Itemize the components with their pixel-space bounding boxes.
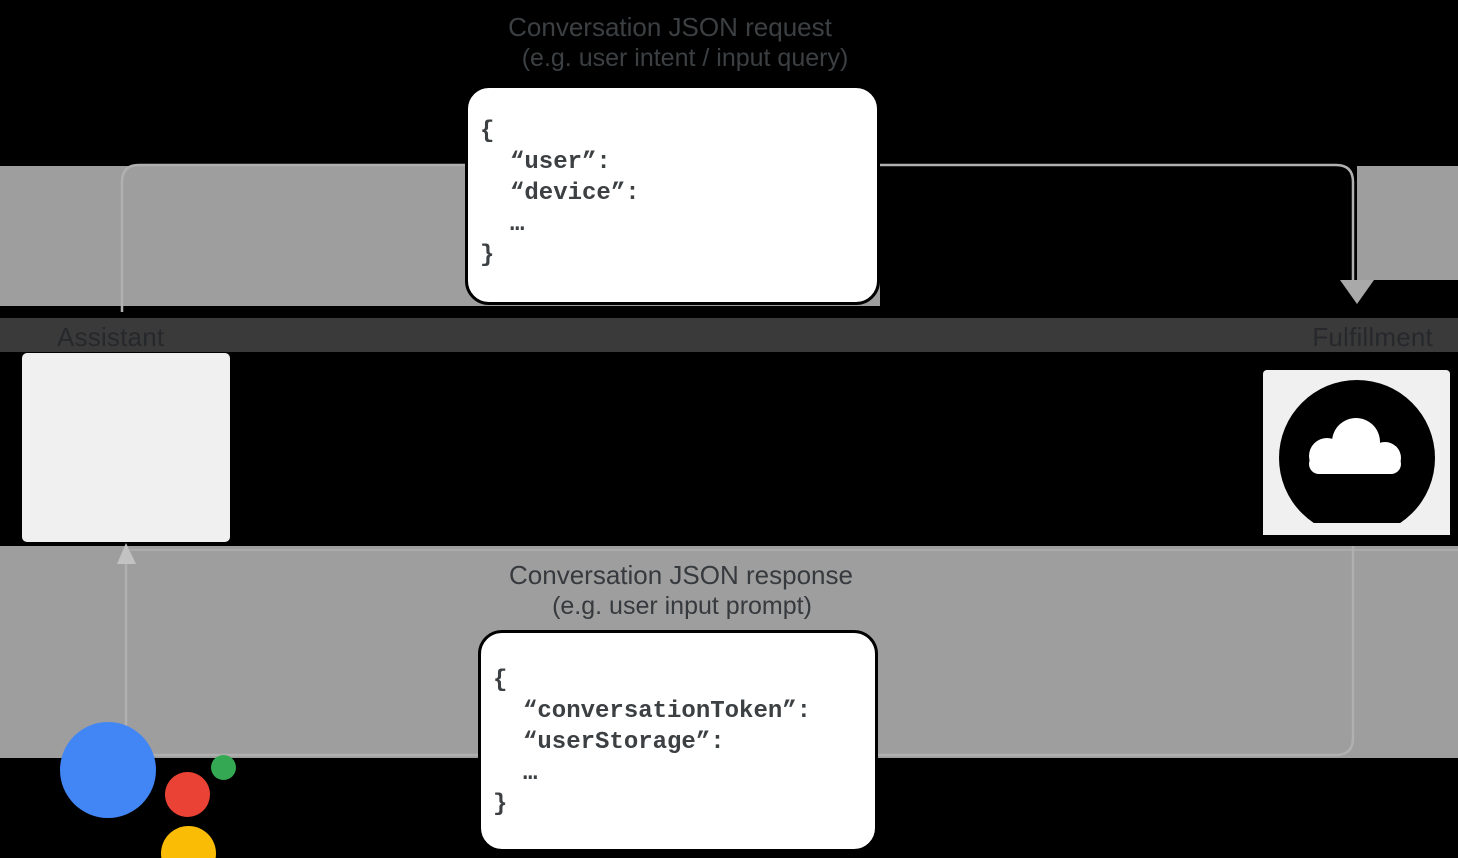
code-line: “userStorage”: (523, 729, 725, 756)
code-line: “conversationToken”: (523, 698, 812, 725)
arrow-down-icon (1340, 280, 1374, 304)
fulfillment-tile (1263, 370, 1450, 536)
code-line: { (493, 667, 508, 694)
code-line: } (480, 242, 495, 269)
fulfillment-label: Fulfillment (1312, 322, 1433, 352)
assistant-green-circle (211, 755, 236, 780)
code-line: “device”: (510, 180, 640, 207)
assistant-label: Assistant (57, 322, 165, 352)
request-caption-line1: Conversation JSON request (508, 12, 832, 42)
assistant-red-circle (165, 772, 210, 817)
request-arrow-band-right (1357, 166, 1458, 280)
code-line: … (523, 760, 538, 787)
response-json-card: { “conversationToken”: “userStorage”: … … (478, 630, 878, 852)
code-line: “user”: (510, 149, 611, 176)
cloud-icon (1263, 380, 1450, 536)
code-line: { (480, 118, 495, 145)
response-band-edge (130, 549, 1458, 551)
request-json-card: { “user”: “device”: … } (465, 85, 880, 305)
request-caption-line2: (e.g. user intent / input query) (521, 44, 849, 72)
response-caption-line2: (e.g. user input prompt) (552, 592, 812, 620)
node-label-band (0, 318, 1458, 352)
assistant-tile (22, 353, 236, 858)
assistant-yellow-circle (161, 826, 216, 858)
code-line: } (493, 791, 508, 818)
response-caption-line1: Conversation JSON response (509, 560, 853, 590)
code-line: … (510, 211, 525, 238)
assistant-blue-circle (60, 722, 156, 818)
